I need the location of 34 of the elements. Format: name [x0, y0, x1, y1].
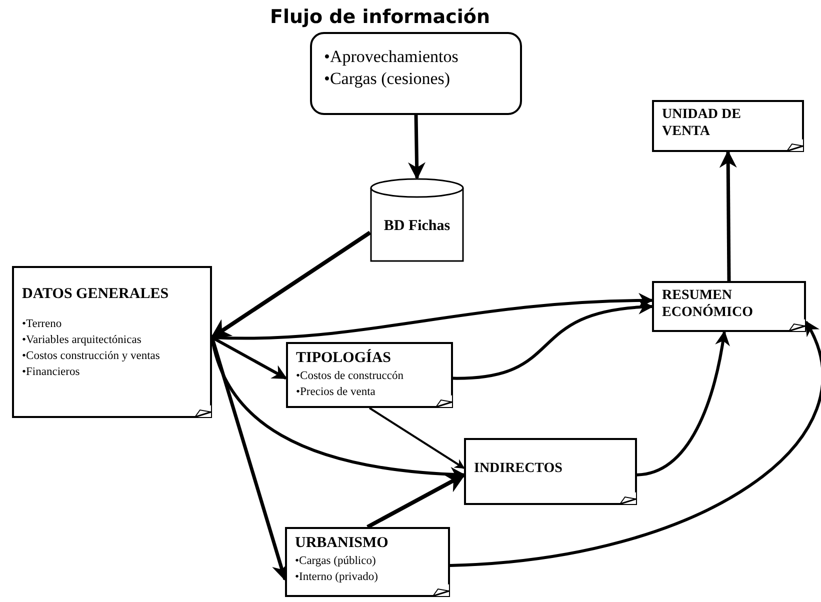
rounded-box [310, 32, 522, 115]
bullet-item: •Cargas (público) [295, 554, 377, 569]
bullet-item: •Cargas (cesiones) [324, 68, 452, 90]
note-box [652, 281, 806, 332]
arrow [636, 330, 730, 476]
arrow [719, 150, 737, 282]
note-box [12, 266, 212, 418]
bullet-item: •Precios de venta [296, 385, 376, 400]
note-box [285, 527, 450, 597]
box-heading: DATOS GENERALES [22, 285, 170, 304]
bullet-item: •Costos de construccón [296, 369, 405, 384]
arrow [450, 320, 821, 567]
arrow [452, 300, 654, 380]
box-title: INDIRECTOS [474, 460, 564, 477]
box-heading: TIPOLOGÍAS [296, 348, 392, 368]
box-heading: URBANISMO [295, 534, 390, 553]
note-box [464, 438, 637, 505]
note-box [652, 100, 804, 152]
bullet-item: •Costos construcción y ventas [22, 349, 161, 364]
bullet-item: •Financieros [22, 365, 81, 380]
box-title: RESUMEN ECONÓMICO [662, 287, 754, 321]
bullet-item: •Interno (privado) [295, 570, 379, 585]
bullet-item: •Aprovechamientos [324, 46, 460, 68]
arrow [368, 407, 465, 469]
arrow [210, 230, 372, 340]
arrow [408, 114, 426, 180]
box-title: UNIDAD DE VENTA [662, 106, 742, 140]
arrow [366, 473, 466, 529]
diagram-title: Flujo de información [268, 5, 491, 29]
note-box [286, 342, 453, 408]
arrow [211, 336, 288, 380]
bullet-item: •Variables arquitectónicas [22, 333, 142, 348]
bullet-item: •Terreno [22, 317, 63, 332]
box-title: BD Fichas [384, 216, 450, 236]
